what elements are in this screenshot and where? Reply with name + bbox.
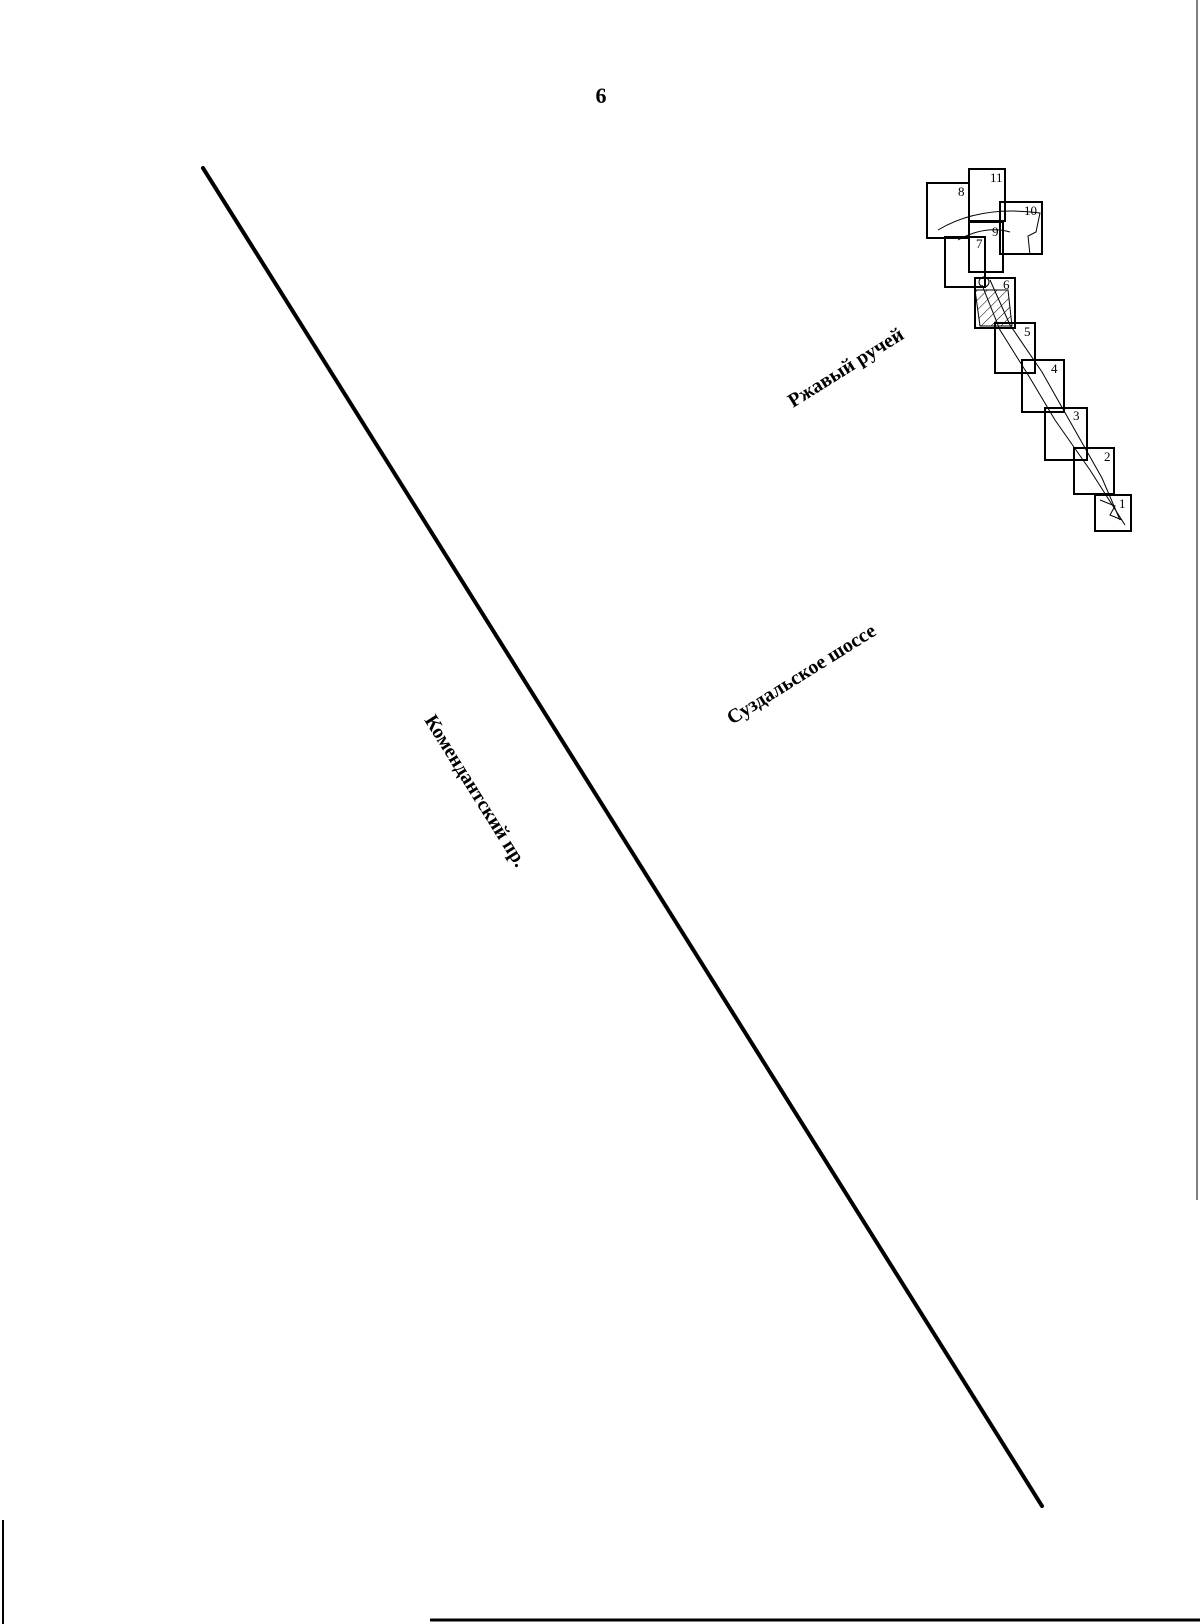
plot-4-number: 4 [1051, 361, 1058, 376]
hatched-area [974, 289, 1013, 327]
stream-course-line-1 [981, 284, 1126, 526]
plot-6-number: 6 [1003, 277, 1010, 292]
plots-scheme: 1 2 3 4 5 6 7 8 9 10 11 [926, 168, 1132, 532]
plot-7-number: 7 [976, 236, 983, 251]
plot-1-number: 1 [1119, 496, 1126, 511]
plot-10-frame [999, 201, 1043, 255]
plot-2-frame [1073, 447, 1115, 495]
avenue-line [201, 166, 1044, 1508]
plot-6-frame [974, 277, 1016, 329]
inner-arc [957, 229, 1011, 241]
boundary-arc [937, 210, 1041, 256]
stream-label: Ржавый ручей [784, 324, 908, 413]
stream-course-line-2 [989, 279, 1121, 521]
page-number: 6 [596, 83, 607, 108]
plot-5-number: 5 [1024, 324, 1031, 339]
plot-3-frame [1044, 407, 1088, 461]
survey-point [978, 276, 990, 288]
plot-9-number: 9 [992, 224, 999, 239]
highway-label: Суздальское шоссе [723, 620, 880, 730]
plot-11-number: 11 [990, 170, 1003, 185]
plot-10-number: 10 [1024, 203, 1037, 218]
plot-2-number: 2 [1104, 449, 1111, 464]
plot-8-number: 8 [958, 184, 965, 199]
plot-3-number: 3 [1073, 408, 1080, 423]
plot-11-frame [968, 168, 1006, 222]
stream-meander [1099, 499, 1123, 521]
avenue-label: Комендантский пр. [420, 711, 531, 871]
plot-4-frame [1021, 359, 1065, 413]
